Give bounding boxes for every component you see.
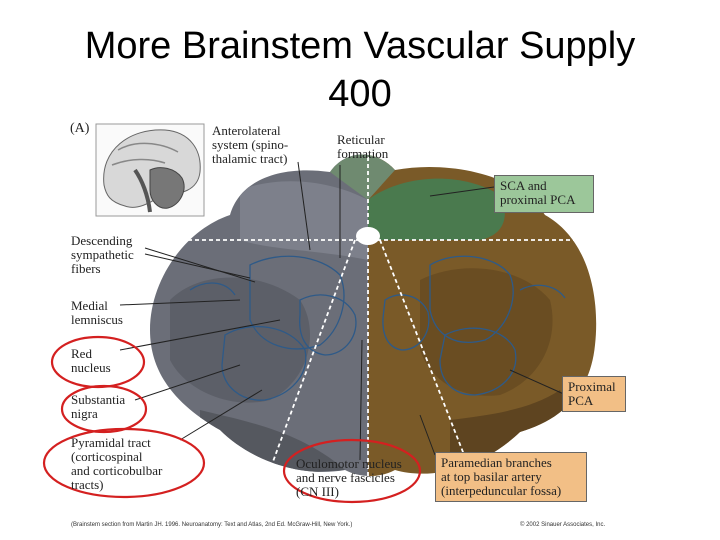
label-oculomotor-nucleus: Oculomotor nucleus and nerve fascicles (… [296,456,402,499]
box-proximal-pca: Proximal PCA [562,376,626,412]
box-paramedian-branches: Paramedian branches at top basilar arter… [435,452,587,502]
copyright: © 2002 Sinauer Associates, Inc. [520,522,606,528]
highlight-oculomotor [282,438,422,504]
label-anterolateral-system: Anterolateral system (spino- thalamic tr… [212,123,289,166]
label-medial-lemniscus: Medial lemniscus [71,298,123,327]
slide-number: 400 [328,73,392,115]
box-sca-proximal-pca: SCA and proximal PCA [494,175,594,213]
label-reticular-formation: Reticular formation [337,132,389,161]
slide-title: More Brainstem Vascular Supply [84,25,636,67]
label-substantia-nigra: Substantia nigra [71,392,126,421]
aqueduct [356,227,380,245]
figure-credit: (Brainstem section from Martin JH. 1996.… [71,522,353,528]
label-descending-sympathetic: Descending sympathetic fibers [71,233,134,276]
highlight-circles [42,335,422,504]
label-pyramidal-tract: Pyramidal tract (corticospinal and corti… [71,435,163,492]
highlight-pyramidal-tract [42,427,206,499]
brain-thumbnail [95,123,205,217]
highlight-substantia-nigra [60,384,148,434]
label-red-nucleus: Red nucleus [71,346,111,375]
panel-letter: (A) [70,121,90,136]
